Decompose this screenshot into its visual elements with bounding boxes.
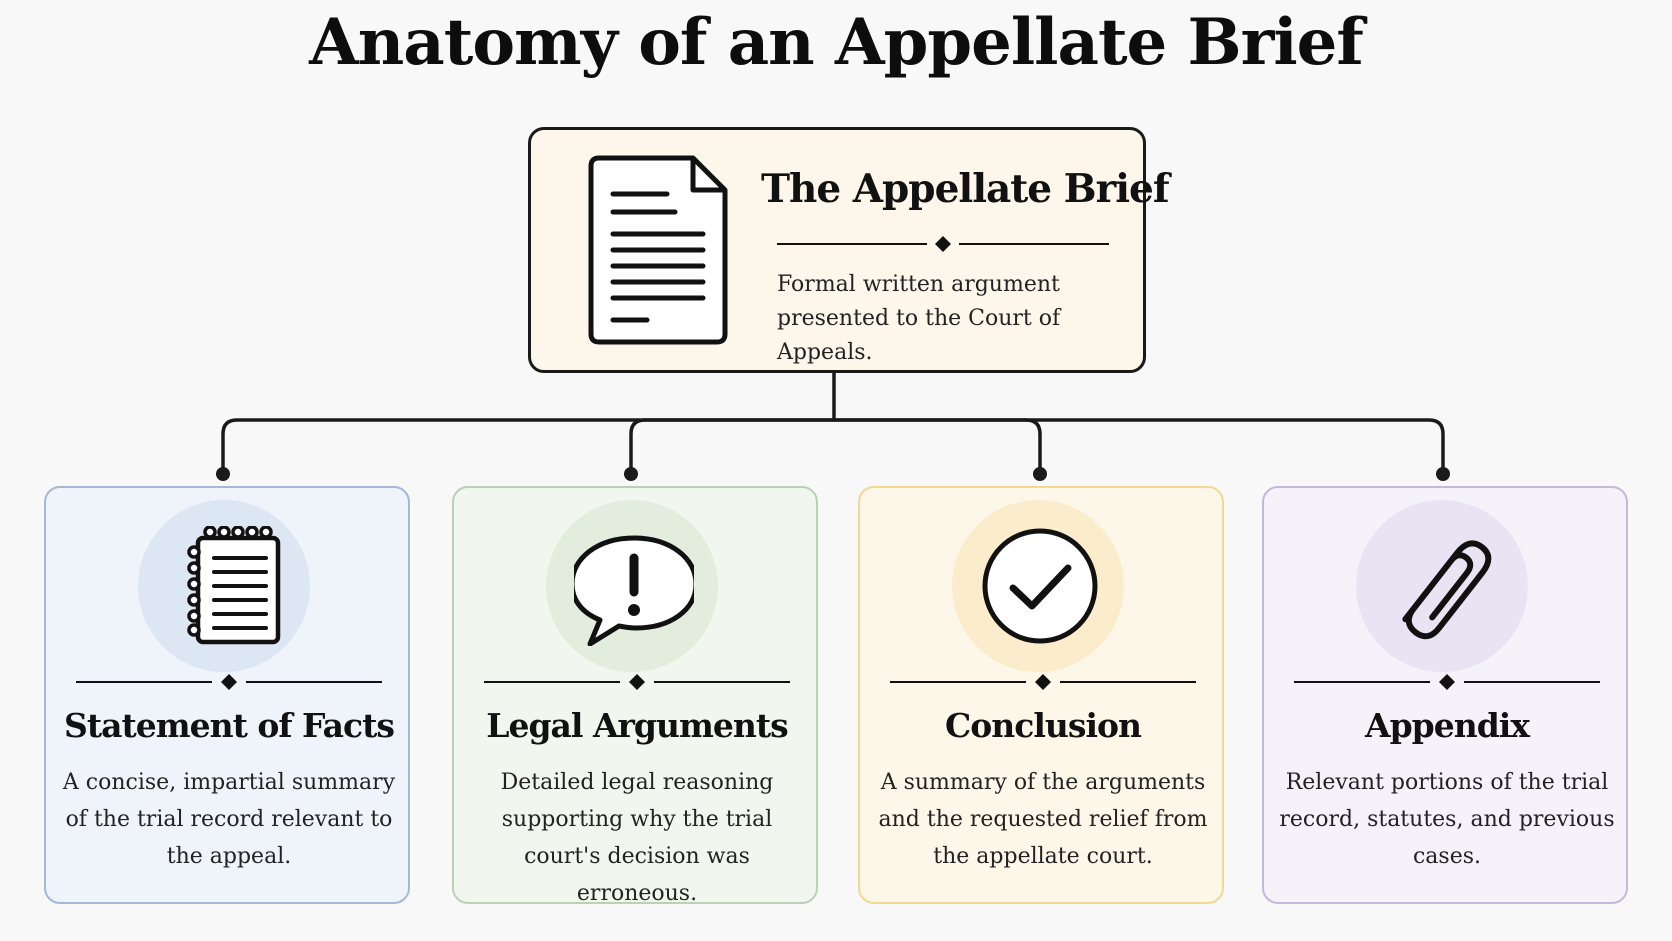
page-title: Anatomy of an Appellate Brief	[309, 5, 1364, 80]
document-icon	[588, 155, 728, 345]
checkmark-circle-icon	[982, 528, 1098, 644]
icon-backdrop	[1356, 500, 1528, 672]
card-divider	[890, 674, 1196, 690]
card-title: Appendix	[1364, 706, 1530, 745]
card-description: Detailed legal reasoning supporting why …	[500, 770, 774, 906]
root-node: The Appellate Brief Formal written argum…	[528, 127, 1170, 373]
card-description: A concise, impartial summary of the tria…	[62, 770, 396, 869]
connector-dot-arguments	[624, 467, 638, 481]
card-legal-arguments: Legal Arguments Detailed legal reasoning…	[452, 486, 818, 906]
card-title: Statement of Facts	[64, 706, 395, 745]
root-divider	[777, 236, 1109, 252]
card-description: Relevant portions of the trial record, s…	[1279, 770, 1615, 869]
root-description: Formal written argument presented to the…	[777, 272, 1061, 365]
card-conclusion: Conclusion A summary of the arguments an…	[858, 486, 1224, 904]
paperclip-icon	[1402, 540, 1492, 640]
connector-dot-appendix	[1436, 467, 1450, 481]
card-divider	[76, 674, 382, 690]
card-title: Conclusion	[944, 706, 1142, 745]
notepad-icon	[187, 526, 281, 645]
card-divider	[1294, 674, 1600, 690]
card-title: Legal Arguments	[486, 706, 788, 745]
card-appendix: Appendix Relevant portions of the trial …	[1262, 486, 1628, 904]
card-divider	[484, 674, 790, 690]
root-title: The Appellate Brief	[761, 166, 1170, 212]
connector-dot-facts	[216, 467, 230, 481]
connector-dot-conclusion	[1033, 467, 1047, 481]
card-description: A summary of the arguments and the reque…	[878, 770, 1208, 869]
card-statement-of-facts: Statement of Facts A concise, impartial …	[44, 486, 410, 904]
exclamation-speech-bubble-icon	[574, 535, 694, 646]
